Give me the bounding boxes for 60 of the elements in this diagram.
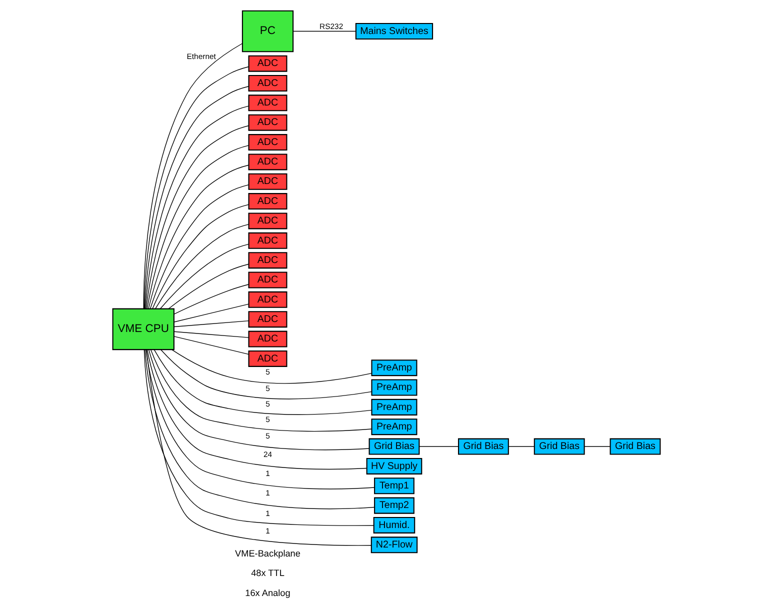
- edge-label: 1: [266, 488, 270, 498]
- edge-label: 5: [266, 414, 270, 424]
- node-box: ADC: [248, 134, 288, 151]
- node-box: VME CPU: [112, 308, 174, 350]
- label: VME-Backplane: [235, 548, 300, 558]
- connector: [152, 204, 250, 309]
- node-box: Grid Bias: [534, 438, 585, 455]
- connector: [174, 320, 250, 328]
- node-box: ADC: [248, 291, 288, 308]
- connector: [584, 446, 610, 447]
- edge-label: 1: [266, 468, 270, 478]
- edge-label: RS232: [320, 22, 344, 32]
- node-box: Grid Bias: [610, 438, 661, 455]
- node-box: ADC: [248, 193, 288, 210]
- edge-label: 5: [266, 399, 270, 408]
- connector: [174, 336, 250, 355]
- node-box: ADC: [248, 55, 288, 72]
- node-box: Humid.: [373, 516, 416, 534]
- edge-label: Ethernet: [186, 52, 216, 62]
- node-box: Grid Bias: [458, 438, 509, 455]
- node-box: ADC: [248, 173, 288, 190]
- label: 48x TTL: [251, 568, 284, 578]
- node-box: ADC: [248, 94, 288, 112]
- node-box: ADC: [248, 212, 288, 230]
- edge-label: 5: [266, 368, 270, 377]
- node-box: ADC: [248, 154, 288, 170]
- node-box: N2-Flow: [370, 536, 418, 554]
- node-box: PreAmp: [371, 398, 418, 416]
- connector: [168, 264, 250, 310]
- label: 16x Analog: [245, 588, 290, 598]
- node-box: Temp1: [374, 478, 414, 494]
- node-box: ADC: [248, 114, 288, 131]
- edge-label: 1: [266, 508, 270, 518]
- node-box: HV Supply: [366, 458, 422, 474]
- connector: [174, 284, 250, 314]
- edge-label: 24: [263, 450, 272, 459]
- connector: [174, 331, 250, 338]
- connector: [174, 304, 250, 322]
- node-box: PreAmp: [371, 360, 418, 376]
- node-box: ADC: [248, 75, 288, 92]
- node-box: PC: [242, 10, 294, 52]
- node-box: Grid Bias: [368, 438, 420, 455]
- connector: [419, 446, 459, 447]
- node-box: PreAmp: [371, 418, 418, 436]
- node-box: Temp2: [374, 497, 414, 514]
- edge-label: 5: [266, 432, 270, 441]
- connector: [160, 244, 249, 310]
- node-box: PreAmp: [371, 379, 418, 396]
- node-box: ADC: [248, 311, 288, 328]
- connector: [292, 30, 356, 32]
- node-box: ADC: [248, 272, 288, 288]
- connector: [508, 446, 535, 447]
- edge-label: 1: [266, 526, 270, 536]
- node-box: ADC: [248, 232, 288, 249]
- node-box: ADC: [248, 330, 288, 348]
- node-box: ADC: [248, 350, 288, 367]
- edge-label: 5: [266, 384, 270, 393]
- node-box: ADC: [248, 252, 288, 269]
- connector: [155, 224, 250, 310]
- node-box: Mains Switches: [355, 23, 434, 40]
